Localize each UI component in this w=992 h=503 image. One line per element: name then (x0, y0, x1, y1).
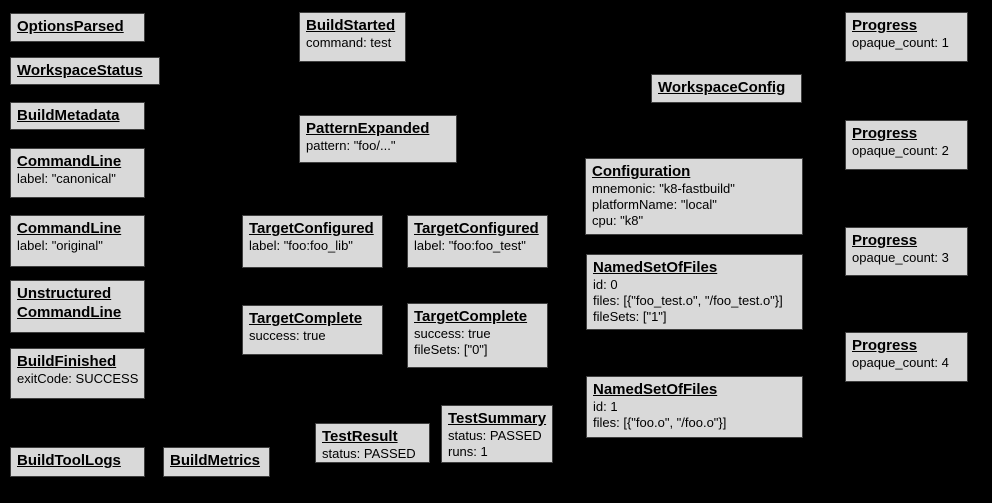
event-attribute: status: PASSED (448, 428, 542, 443)
event-title: BuildMetadata (17, 107, 120, 124)
event-title: NamedSetOfFiles (593, 381, 718, 398)
event-box-target-configured-foo-lib: TargetConfigured label: "foo:foo_lib" (242, 215, 383, 268)
event-title: TestSummary (448, 410, 547, 427)
event-title: CommandLine (17, 220, 122, 237)
event-box-test-summary: TestSummary status: PASSED runs: 1 (441, 405, 553, 463)
event-attribute: mnemonic: "k8-fastbuild" (592, 181, 735, 196)
event-box-configuration: Configuration mnemonic: "k8-fastbuild" p… (585, 158, 803, 235)
event-attribute: status: PASSED (322, 446, 416, 461)
event-box-named-set-of-files-0: NamedSetOfFiles id: 0 files: [{"foo_test… (586, 254, 803, 330)
event-attribute: opaque_count: 3 (852, 250, 949, 265)
event-box-progress-2: Progress opaque_count: 2 (845, 120, 968, 170)
event-box-named-set-of-files-1: NamedSetOfFiles id: 1 files: [{"foo.o", … (586, 376, 803, 438)
event-box-build-finished: BuildFinished exitCode: SUCCESS (10, 348, 145, 399)
event-box-progress-3: Progress opaque_count: 3 (845, 227, 968, 276)
event-attribute: opaque_count: 4 (852, 355, 949, 370)
event-box-progress-1: Progress opaque_count: 1 (845, 12, 968, 62)
event-box-unstructured-command-line: Unstructured CommandLine (10, 280, 145, 333)
event-title: BuildFinished (17, 353, 117, 370)
event-title: Progress (852, 17, 918, 34)
event-box-pattern-expanded: PatternExpanded pattern: "foo/..." (299, 115, 457, 163)
event-title: TargetConfigured (414, 220, 539, 237)
event-attribute: label: "foo:foo_lib" (249, 238, 353, 253)
event-attribute: label: "canonical" (17, 171, 116, 186)
event-title: Unstructured (17, 285, 112, 302)
event-box-target-configured-foo-test: TargetConfigured label: "foo:foo_test" (407, 215, 548, 268)
event-title: TargetComplete (249, 310, 363, 327)
event-attribute: platformName: "local" (592, 197, 717, 212)
event-box-build-metadata: BuildMetadata (10, 102, 145, 130)
event-title: CommandLine (17, 304, 122, 321)
event-box-build-started: BuildStarted command: test (299, 12, 406, 62)
event-attribute: command: test (306, 35, 392, 50)
event-title: BuildToolLogs (17, 452, 121, 469)
event-title: Configuration (592, 163, 691, 180)
event-box-test-result: TestResult status: PASSED (315, 423, 430, 463)
event-title: BuildStarted (306, 17, 396, 34)
event-attribute: label: "original" (17, 238, 103, 253)
event-title: WorkspaceConfig (658, 79, 786, 96)
event-attribute: id: 1 (593, 399, 618, 414)
event-title: Progress (852, 337, 918, 354)
event-attribute: runs: 1 (448, 444, 488, 459)
event-box-progress-4: Progress opaque_count: 4 (845, 332, 968, 382)
event-attribute: cpu: "k8" (592, 213, 644, 228)
event-box-target-complete-foo-lib: TargetComplete success: true (242, 305, 383, 355)
event-box-build-metrics: BuildMetrics (163, 447, 270, 477)
event-attribute: success: true (249, 328, 326, 343)
event-attribute: pattern: "foo/..." (306, 138, 396, 153)
event-title: CommandLine (17, 153, 122, 170)
event-box-target-complete-foo-test: TargetComplete success: true fileSets: [… (407, 303, 548, 368)
event-box-build-tool-logs: BuildToolLogs (10, 447, 145, 477)
event-box-command-line-canonical: CommandLine label: "canonical" (10, 148, 145, 198)
event-box-workspace-config: WorkspaceConfig (651, 74, 802, 103)
event-title: TargetConfigured (249, 220, 374, 237)
event-attribute: id: 0 (593, 277, 618, 292)
event-attribute: fileSets: ["1"] (593, 309, 667, 324)
event-title: Progress (852, 232, 918, 249)
event-attribute: exitCode: SUCCESS (17, 371, 139, 386)
event-title: PatternExpanded (306, 120, 430, 137)
event-attribute: files: [{"foo.o", "/foo.o"}] (593, 415, 727, 430)
event-box-command-line-original: CommandLine label: "original" (10, 215, 145, 267)
event-attribute: opaque_count: 2 (852, 143, 949, 158)
event-box-options-parsed: OptionsParsed (10, 13, 145, 42)
event-title: TargetComplete (414, 308, 528, 325)
event-title: WorkspaceStatus (17, 62, 143, 79)
event-title: BuildMetrics (170, 452, 261, 469)
event-attribute: label: "foo:foo_test" (414, 238, 526, 253)
event-title: TestResult (322, 428, 398, 445)
event-attribute: files: [{"foo_test.o", "/foo_test.o"}] (593, 293, 783, 308)
event-title: OptionsParsed (17, 18, 124, 35)
event-title: NamedSetOfFiles (593, 259, 718, 276)
event-attribute: opaque_count: 1 (852, 35, 949, 50)
event-attribute: success: true (414, 326, 491, 341)
event-box-workspace-status: WorkspaceStatus (10, 57, 160, 85)
event-attribute: fileSets: ["0"] (414, 342, 488, 357)
event-title: Progress (852, 125, 918, 142)
